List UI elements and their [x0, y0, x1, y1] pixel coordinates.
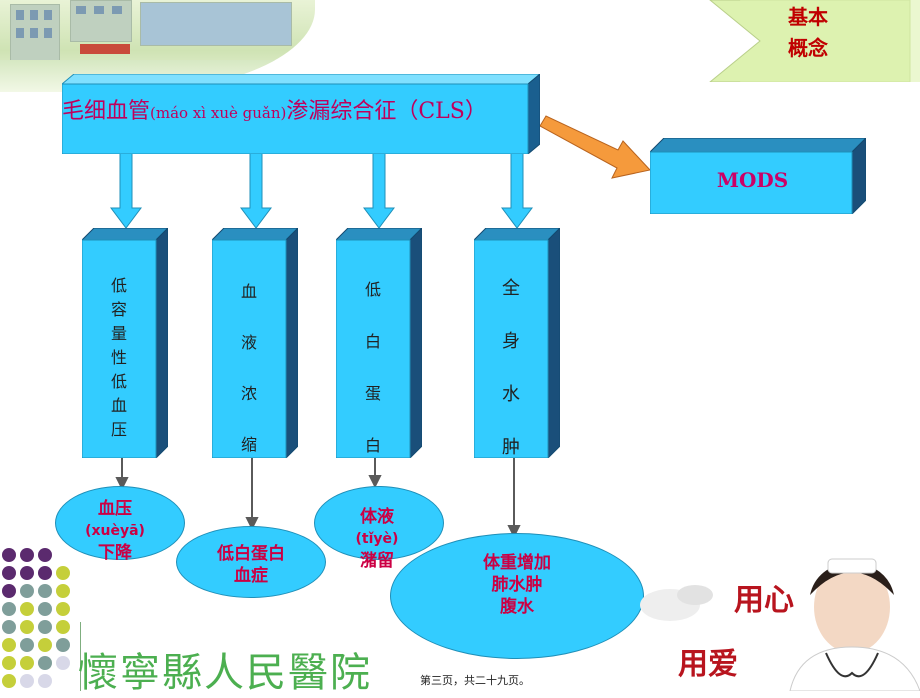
outcome-ellipse-2	[176, 526, 326, 598]
arrow-to-col1	[110, 151, 142, 229]
outcome-3-line-1: 体液	[360, 507, 394, 527]
concept-tag	[709, 0, 920, 82]
outcome-4-line-2: 肺水肿	[491, 575, 543, 595]
mods-label: MODS	[716, 168, 789, 192]
cls-box	[62, 74, 540, 154]
outcome-4-text: 体重增加 肺水肿 腹水	[460, 552, 574, 618]
outcome-ellipse-4	[390, 533, 644, 659]
outcome-1-line-3: 下降	[98, 543, 132, 563]
column-3-text: 低白蛋白	[364, 280, 381, 455]
decor-word-1: 用心	[734, 583, 794, 618]
outcome-4-line-1: 体重增加	[483, 553, 551, 573]
cls-title-hanzi: 毛细血管	[62, 99, 151, 124]
outcome-ellipse-3	[314, 486, 444, 560]
arrow-to-col3	[363, 151, 395, 229]
outcome-4-line-3: 腹水	[500, 597, 534, 617]
nurse-decoration: 用心 用爱	[640, 555, 920, 691]
decorative-dot-grid	[0, 546, 70, 691]
concept-tag-label: 基本 概念	[768, 2, 848, 64]
cls-title: 毛细血管(máo xì xuè guǎn)渗漏综合征（CLS）	[62, 93, 487, 125]
tag-line-1: 基本	[788, 5, 828, 29]
outcome-1-line-1: 血压	[98, 499, 132, 519]
outcome-2-line-1: 低白蛋白	[217, 544, 285, 564]
column-box-2: 血液浓缩	[212, 228, 298, 458]
page-footer: 第三页，共二十九页。	[420, 674, 530, 687]
cls-title-pinyin: (máo xì xuè guǎn)	[150, 104, 287, 122]
arrow-to-mods	[539, 115, 651, 179]
mods-box	[650, 138, 866, 214]
outcome-3-line-2: (tǐyè)	[355, 531, 399, 547]
nurse-illustration	[640, 558, 920, 691]
tag-line-2: 概念	[788, 36, 828, 60]
outcome-1-line-2: (xuèyā)	[85, 523, 145, 539]
outcome-1-text: 血压 (xuèyā) 下降	[70, 498, 160, 564]
column-box-3: 低白蛋白	[336, 228, 422, 458]
column-box-1: 低容量性低血压	[82, 228, 168, 458]
decor-word-2: 用爱	[678, 647, 738, 682]
outcome-2-line-2: 血症	[234, 566, 268, 586]
arrow-to-col2	[240, 151, 272, 229]
column-1-text: 低容量性低血压	[110, 276, 127, 439]
cls-title-rest: 渗漏综合征（CLS）	[286, 99, 487, 124]
decorative-divider	[80, 622, 81, 691]
outcome-3-text: 体液 (tǐyè) 潴留	[332, 506, 422, 572]
column-4-text: 全身水肿	[502, 278, 520, 458]
outcome-2-text: 低白蛋白 血症	[196, 543, 306, 587]
arrow-to-col4	[501, 151, 533, 229]
column-box-4: 全身水肿	[474, 228, 560, 458]
outcome-3-line-3: 潴留	[360, 551, 394, 571]
column-2-text: 血液浓缩	[240, 282, 257, 454]
hospital-name: 懷寧縣人民醫院	[78, 650, 372, 696]
outcome-ellipse-1	[55, 486, 185, 560]
